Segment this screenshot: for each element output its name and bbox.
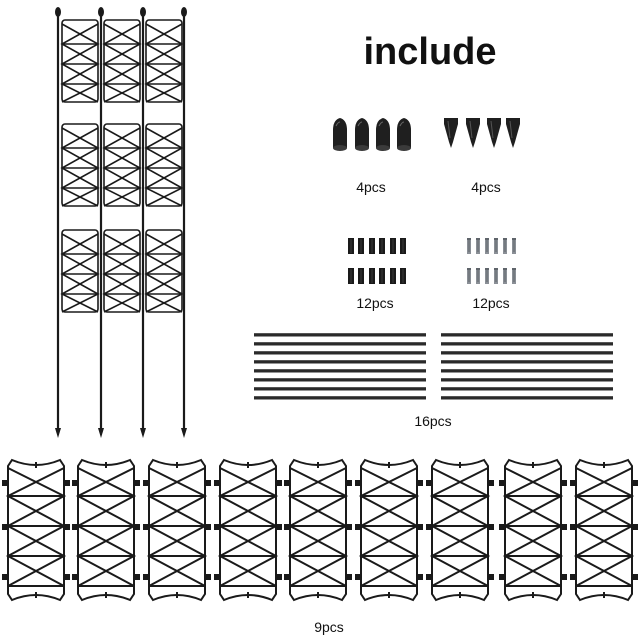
- include-heading: include: [363, 31, 497, 73]
- black-connectors-count-label: 12pcs: [356, 295, 394, 311]
- spikes-count-label: 4pcs: [471, 179, 501, 195]
- caps-count-label: 4pcs: [356, 179, 386, 195]
- panels-group: [2, 459, 638, 601]
- panels-count-label: 9pcs: [314, 619, 344, 635]
- spikes-group: [443, 117, 521, 149]
- black-connectors-group: [347, 237, 407, 285]
- assembled-trellis: [55, 7, 187, 438]
- caps-group: [332, 117, 412, 152]
- gray-connectors-group: [466, 237, 517, 285]
- gray-connectors-count-label: 12pcs: [472, 295, 510, 311]
- rods-group: [254, 333, 613, 400]
- rods-count-label: 16pcs: [414, 413, 452, 429]
